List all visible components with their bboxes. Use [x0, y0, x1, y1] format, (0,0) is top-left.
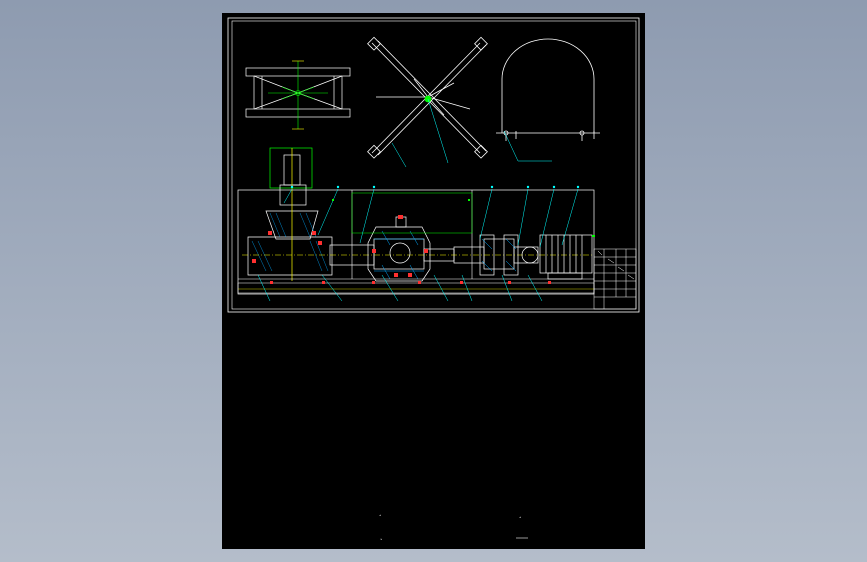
outer-frame: [227, 17, 640, 313]
title-block: [593, 248, 637, 310]
inner-frame: [231, 20, 637, 310]
top-view-centerline: [268, 61, 328, 129]
electric-motor: [539, 234, 593, 280]
arch-view: [496, 38, 600, 141]
drawing-sheet: ˄ ˄ ˅: [222, 13, 645, 549]
bottom-mark-lower: ˅: [380, 539, 383, 545]
leader-lines-bottom: [257, 274, 543, 302]
cad-drawing: [227, 17, 640, 539]
center-gearbox: [367, 216, 431, 282]
main-shaft: [329, 238, 539, 270]
housing-hatching: [251, 212, 329, 272]
right-coupling: [479, 234, 539, 276]
bottom-mark-left: ˄: [379, 515, 382, 521]
bottom-mark-right: ˄: [519, 517, 522, 523]
assembly-envelope: [237, 189, 595, 295]
leader-lines-top: [283, 188, 579, 248]
vertical-gear-housing: [247, 147, 333, 281]
